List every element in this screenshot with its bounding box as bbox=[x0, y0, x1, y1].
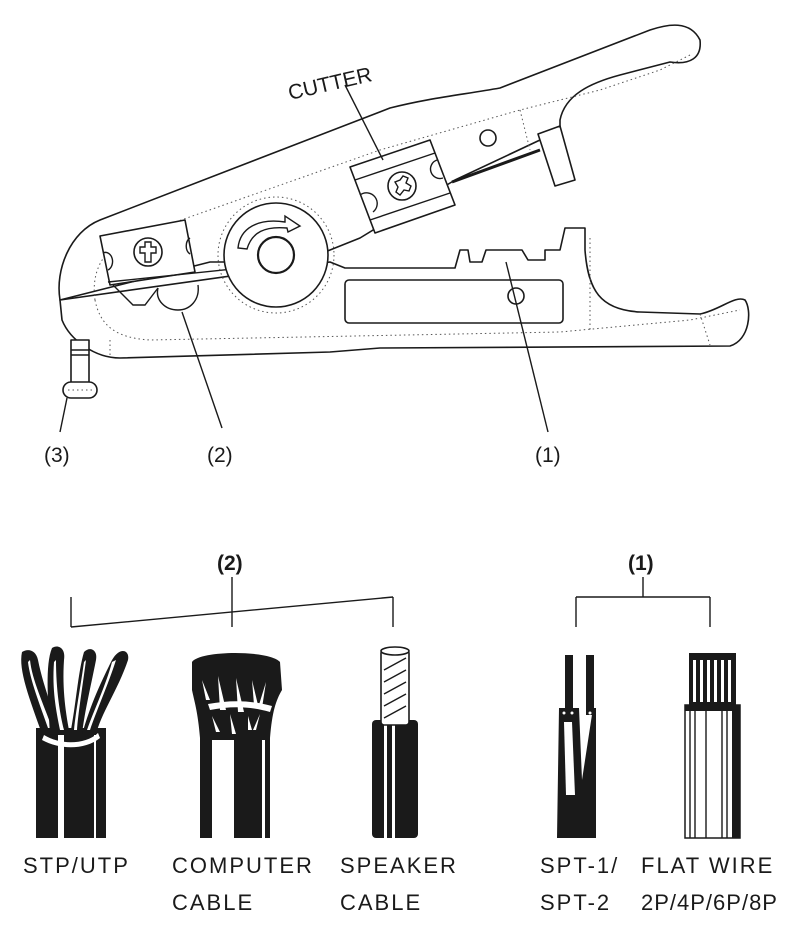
caption-speaker-cable-line1: SPEAKER bbox=[340, 853, 458, 878]
rotation-dial bbox=[217, 196, 335, 314]
cable-captions: STP/UTP COMPUTER CABLE SPEAKER CABLE SPT… bbox=[23, 853, 778, 915]
leader-line-cutter bbox=[344, 84, 384, 161]
screw-icon bbox=[387, 171, 417, 201]
cable-stripper-tool: CUTTER (3) (2) (1) bbox=[44, 24, 750, 467]
flat-cable-slot bbox=[344, 279, 564, 324]
caption-spt-line2: SPT-2 bbox=[540, 890, 611, 915]
rotate-arrow-icon bbox=[237, 214, 302, 250]
group-1-bracket: (1) bbox=[575, 552, 711, 627]
callout-1-label: (1) bbox=[535, 444, 561, 467]
leader-line-3 bbox=[59, 397, 68, 433]
cutter-block bbox=[349, 125, 576, 234]
spt-cable-icon bbox=[557, 655, 596, 838]
tool-inner-contour bbox=[699, 313, 711, 346]
group-2-bracket: (2) bbox=[70, 552, 394, 628]
group-1-label: (1) bbox=[628, 552, 654, 575]
caption-flat-wire-line2: 2P/4P/6P/8P bbox=[641, 890, 778, 915]
flat-wire-cable-icon bbox=[684, 653, 741, 839]
caption-computer-cable-line1: COMPUTER bbox=[172, 853, 314, 878]
caption-spt-line1: SPT-1/ bbox=[540, 853, 619, 878]
stp-utp-cable-icon bbox=[21, 646, 129, 838]
caption-speaker-cable-line2: CABLE bbox=[340, 890, 422, 915]
callout-3-label: (3) bbox=[44, 444, 70, 467]
callout-2-label: (2) bbox=[207, 444, 233, 467]
caption-flat-wire-line1: FLAT WIRE bbox=[641, 853, 774, 878]
leader-line-1 bbox=[505, 261, 549, 433]
cutter-label: CUTTER bbox=[286, 63, 374, 105]
caption-stp-utp: STP/UTP bbox=[23, 853, 130, 878]
group-2-label: (2) bbox=[217, 552, 243, 575]
computer-cable-icon bbox=[192, 653, 282, 838]
left-blade-block bbox=[99, 219, 301, 311]
adjusting-screw bbox=[62, 339, 98, 399]
leader-line-2 bbox=[181, 311, 223, 429]
tool-inner-contour bbox=[94, 299, 741, 341]
caption-computer-cable-line2: CABLE bbox=[172, 890, 254, 915]
speaker-cable-icon bbox=[372, 646, 418, 838]
screw-icon bbox=[133, 237, 163, 267]
